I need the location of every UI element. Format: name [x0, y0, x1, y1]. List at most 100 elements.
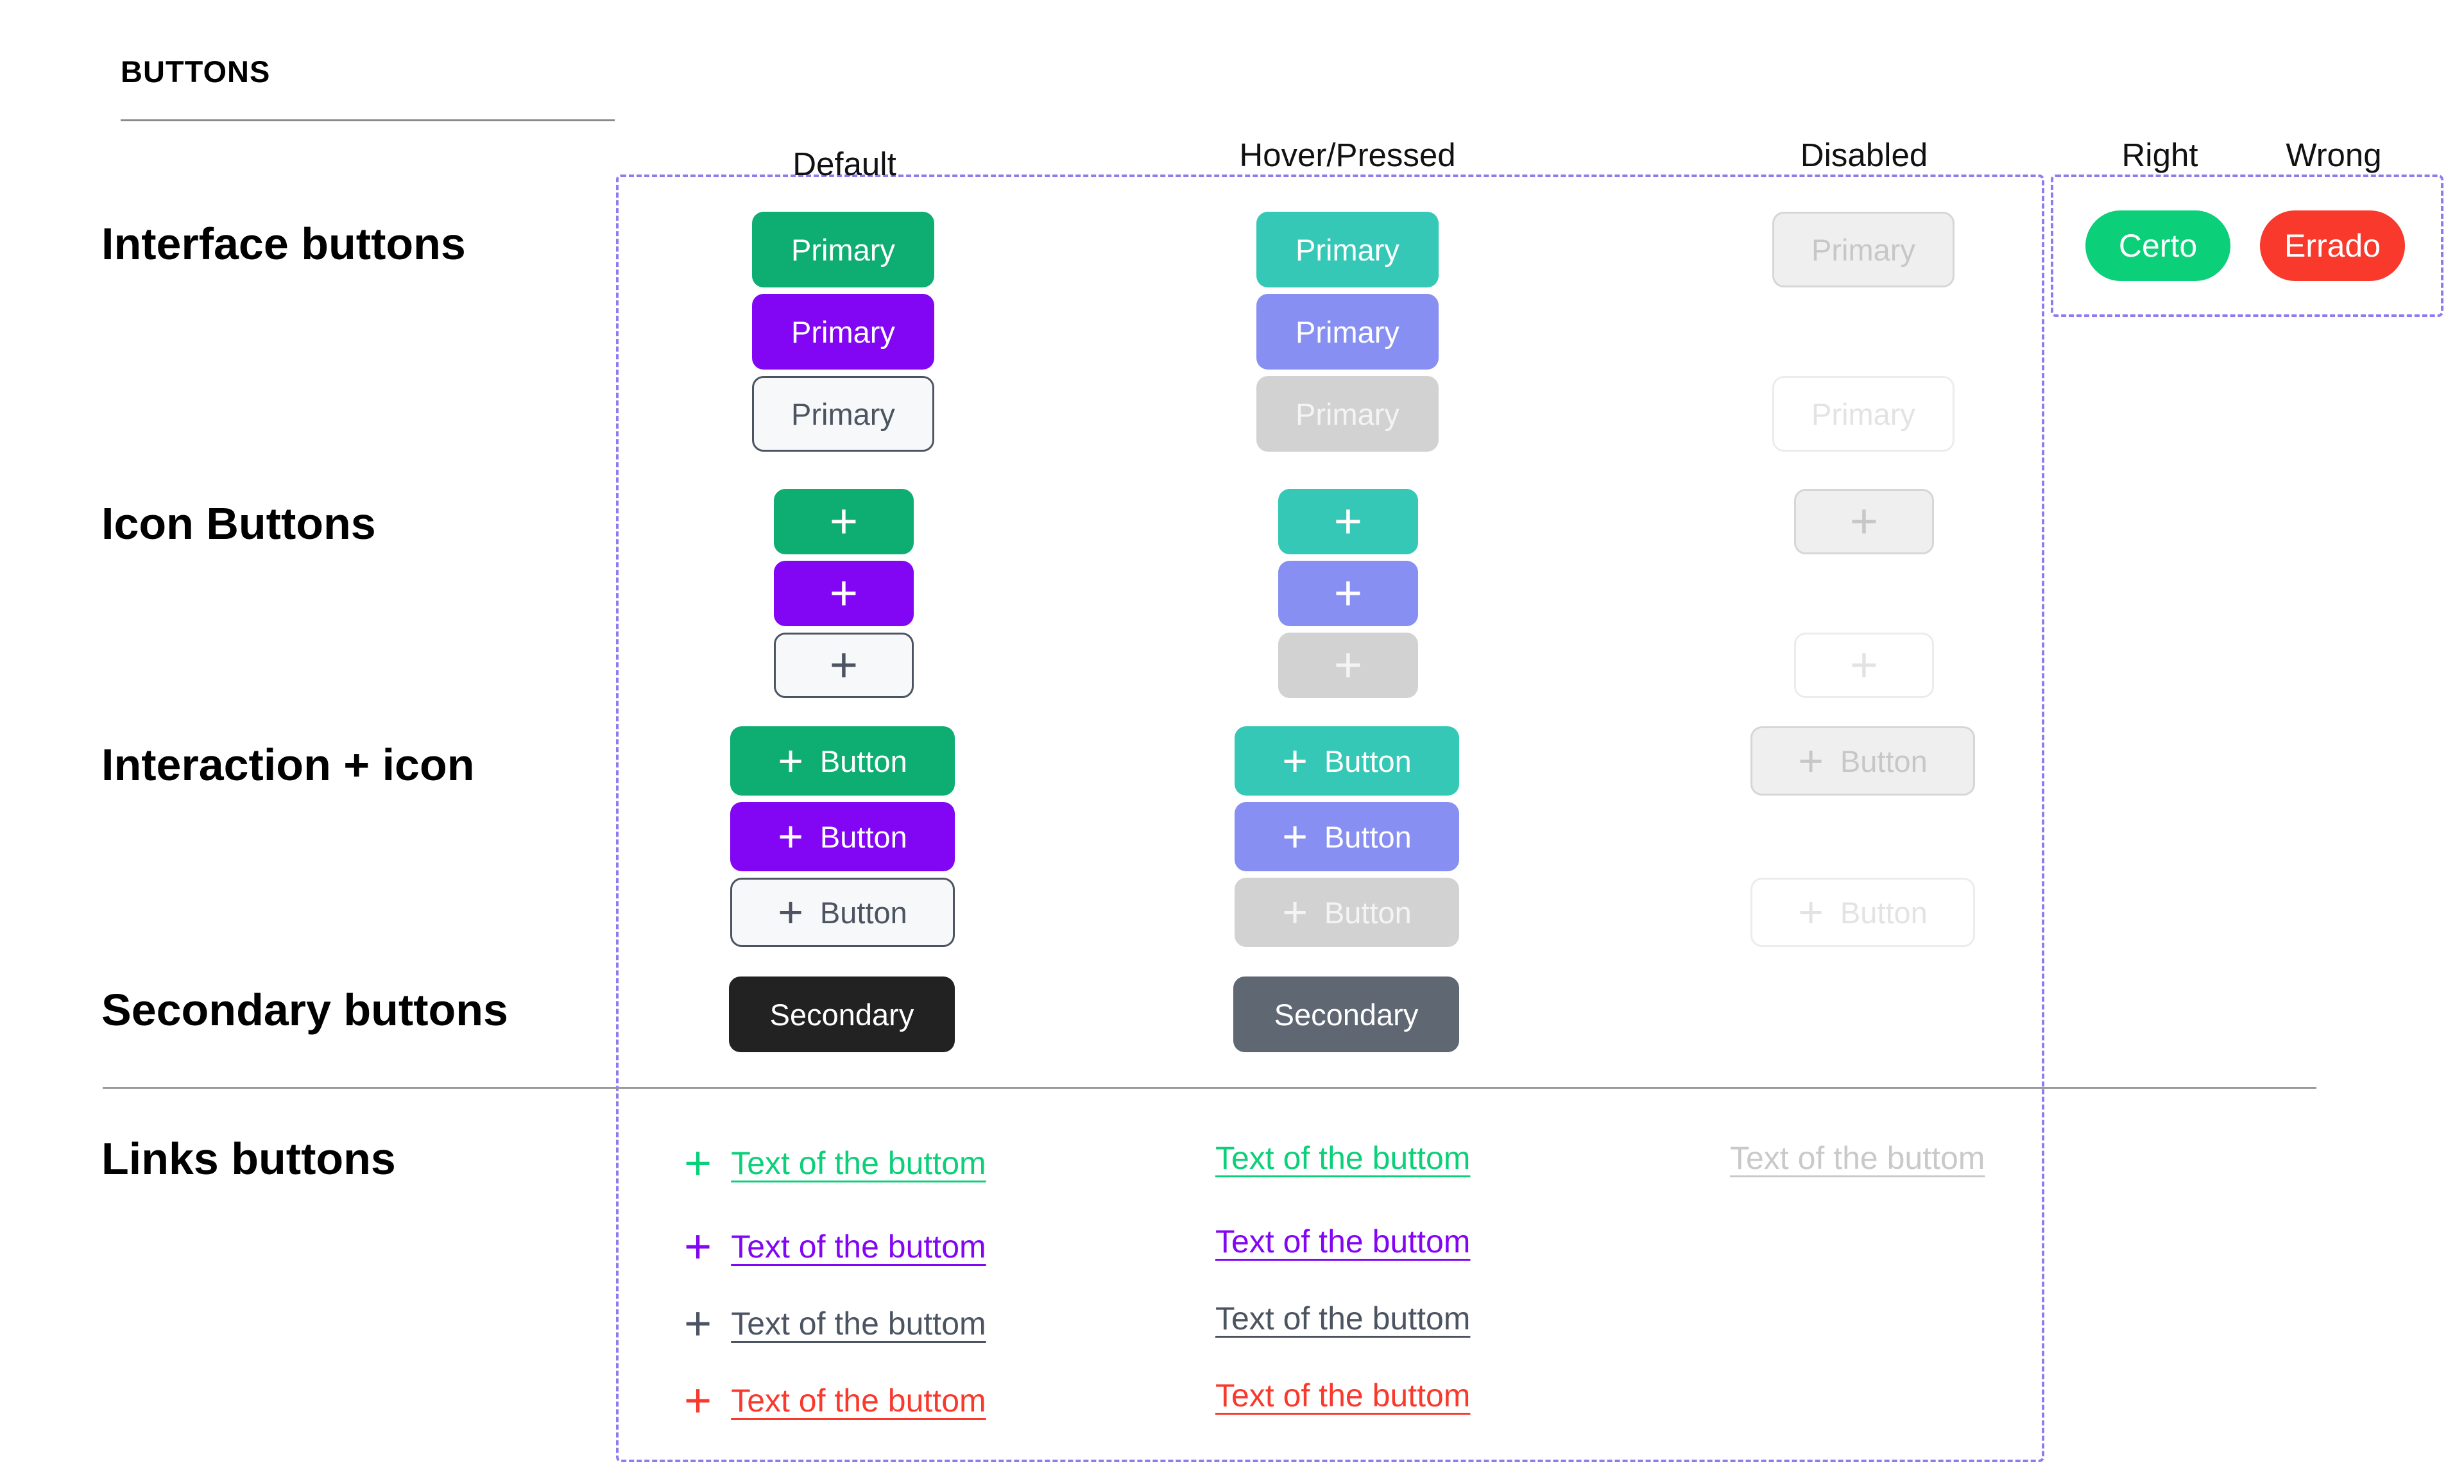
primary-button-hover[interactable]: Primary: [1256, 212, 1439, 287]
primary-button-label: Primary: [1811, 232, 1915, 267]
link-text: Text of the buttom: [1730, 1140, 1985, 1176]
primary-button-hover[interactable]: Primary: [1256, 376, 1439, 452]
add-button[interactable]: + Button: [730, 802, 955, 871]
primary-button[interactable]: Primary: [752, 212, 934, 287]
section-label-icon: Icon Buttons: [101, 499, 376, 549]
add-button[interactable]: + Button: [730, 878, 955, 947]
primary-button-label: Primary: [1811, 397, 1915, 431]
column-header-default: Default: [792, 146, 896, 182]
add-button-disabled: + Button: [1750, 726, 1975, 796]
link-text: Text of the buttom: [731, 1145, 986, 1181]
certo-button-label: Certo: [2118, 228, 2198, 264]
plus-icon: +: [829, 566, 859, 620]
column-header-wrong: Wrong: [2286, 137, 2382, 173]
primary-button-label: Primary: [1296, 232, 1399, 267]
title-divider: [121, 119, 615, 121]
section-divider: [103, 1087, 2316, 1089]
plus-icon: +: [1333, 566, 1363, 620]
link-button-disabled: Text of the buttom: [1730, 1139, 1985, 1177]
link-text: Text of the buttom: [731, 1229, 986, 1265]
link-button-hover[interactable]: Text of the buttom: [1215, 1300, 1470, 1337]
column-header-right: Right: [2121, 137, 2198, 173]
button-label: Button: [1324, 895, 1412, 930]
link-button-hover[interactable]: Text of the buttom: [1215, 1139, 1470, 1177]
plus-icon: +: [1282, 812, 1308, 861]
link-text: Text of the buttom: [1215, 1301, 1471, 1336]
button-label: Button: [1840, 895, 1928, 930]
add-icon-button-hover[interactable]: +: [1278, 561, 1418, 626]
primary-button-label: Primary: [791, 232, 895, 267]
plus-icon: +: [1333, 494, 1363, 549]
button-label: Button: [819, 744, 907, 778]
plus-icon: +: [684, 1297, 712, 1350]
states-frame: [616, 175, 2044, 1462]
link-text: Text of the buttom: [1215, 1377, 1471, 1413]
page-title: BUTTONS: [121, 55, 271, 89]
certo-button[interactable]: Certo: [2085, 210, 2230, 281]
secondary-button-label: Secondary: [1274, 997, 1419, 1032]
feedback-frame: [2051, 175, 2443, 317]
link-button[interactable]: + Text of the buttom: [684, 1300, 986, 1347]
plus-icon: +: [1282, 888, 1308, 937]
primary-button-hover[interactable]: Primary: [1256, 294, 1439, 370]
link-text: Text of the buttom: [731, 1306, 986, 1342]
link-text: Text of the buttom: [731, 1383, 986, 1419]
primary-button-disabled: Primary: [1772, 376, 1955, 452]
plus-icon: +: [778, 888, 803, 937]
primary-button-label: Primary: [791, 314, 895, 349]
link-text: Text of the buttom: [1215, 1140, 1471, 1176]
column-header-disabled: Disabled: [1800, 137, 1928, 173]
button-label: Button: [819, 895, 907, 930]
button-label: Button: [1324, 819, 1412, 854]
plus-icon: +: [1798, 888, 1824, 937]
errado-button-label: Errado: [2284, 228, 2381, 264]
add-button-disabled: + Button: [1750, 878, 1975, 947]
plus-icon: +: [684, 1136, 712, 1190]
add-icon-button[interactable]: +: [774, 489, 914, 554]
plus-icon: +: [829, 494, 859, 549]
plus-icon: +: [1282, 737, 1308, 785]
add-icon-button-disabled: +: [1794, 489, 1934, 554]
plus-icon: +: [1849, 494, 1879, 549]
secondary-button-hover[interactable]: Secondary: [1233, 977, 1459, 1052]
link-button-hover[interactable]: Text of the buttom: [1215, 1377, 1470, 1414]
section-label-interface: Interface buttons: [101, 219, 466, 269]
add-icon-button-hover[interactable]: +: [1278, 633, 1418, 698]
section-label-secondary: Secondary buttons: [101, 985, 508, 1035]
link-button[interactable]: + Text of the buttom: [684, 1223, 986, 1270]
button-label: Button: [1324, 744, 1412, 778]
add-icon-button[interactable]: +: [774, 561, 914, 626]
plus-icon: +: [684, 1374, 712, 1427]
primary-button-label: Primary: [1296, 314, 1399, 349]
plus-icon: +: [778, 812, 803, 861]
link-button-hover[interactable]: Text of the buttom: [1215, 1223, 1470, 1260]
add-icon-button-hover[interactable]: +: [1278, 489, 1418, 554]
primary-button[interactable]: Primary: [752, 294, 934, 370]
add-icon-button-disabled: +: [1794, 633, 1934, 698]
plus-icon: +: [1798, 737, 1824, 785]
plus-icon: +: [1849, 638, 1879, 692]
primary-button-label: Primary: [1296, 397, 1399, 431]
section-label-links: Links buttons: [101, 1134, 396, 1184]
primary-button-label: Primary: [791, 397, 895, 431]
primary-button-disabled: Primary: [1772, 212, 1955, 287]
add-button[interactable]: + Button: [730, 726, 955, 796]
button-label: Button: [1840, 744, 1928, 778]
button-label: Button: [819, 819, 907, 854]
secondary-button-label: Secondary: [769, 997, 914, 1032]
add-icon-button[interactable]: +: [774, 633, 914, 698]
section-label-interaction: Interaction + icon: [101, 740, 475, 790]
link-button[interactable]: + Text of the buttom: [684, 1139, 986, 1187]
primary-button[interactable]: Primary: [752, 376, 934, 452]
link-text: Text of the buttom: [1215, 1224, 1471, 1259]
plus-icon: +: [829, 638, 859, 692]
column-header-hover: Hover/Pressed: [1239, 137, 1456, 173]
plus-icon: +: [778, 737, 803, 785]
link-button[interactable]: + Text of the buttom: [684, 1377, 986, 1424]
errado-button[interactable]: Errado: [2260, 210, 2405, 281]
add-button-hover[interactable]: + Button: [1235, 726, 1459, 796]
secondary-button[interactable]: Secondary: [729, 977, 955, 1052]
add-button-hover[interactable]: + Button: [1235, 802, 1459, 871]
add-button-hover[interactable]: + Button: [1235, 878, 1459, 947]
plus-icon: +: [684, 1220, 712, 1273]
